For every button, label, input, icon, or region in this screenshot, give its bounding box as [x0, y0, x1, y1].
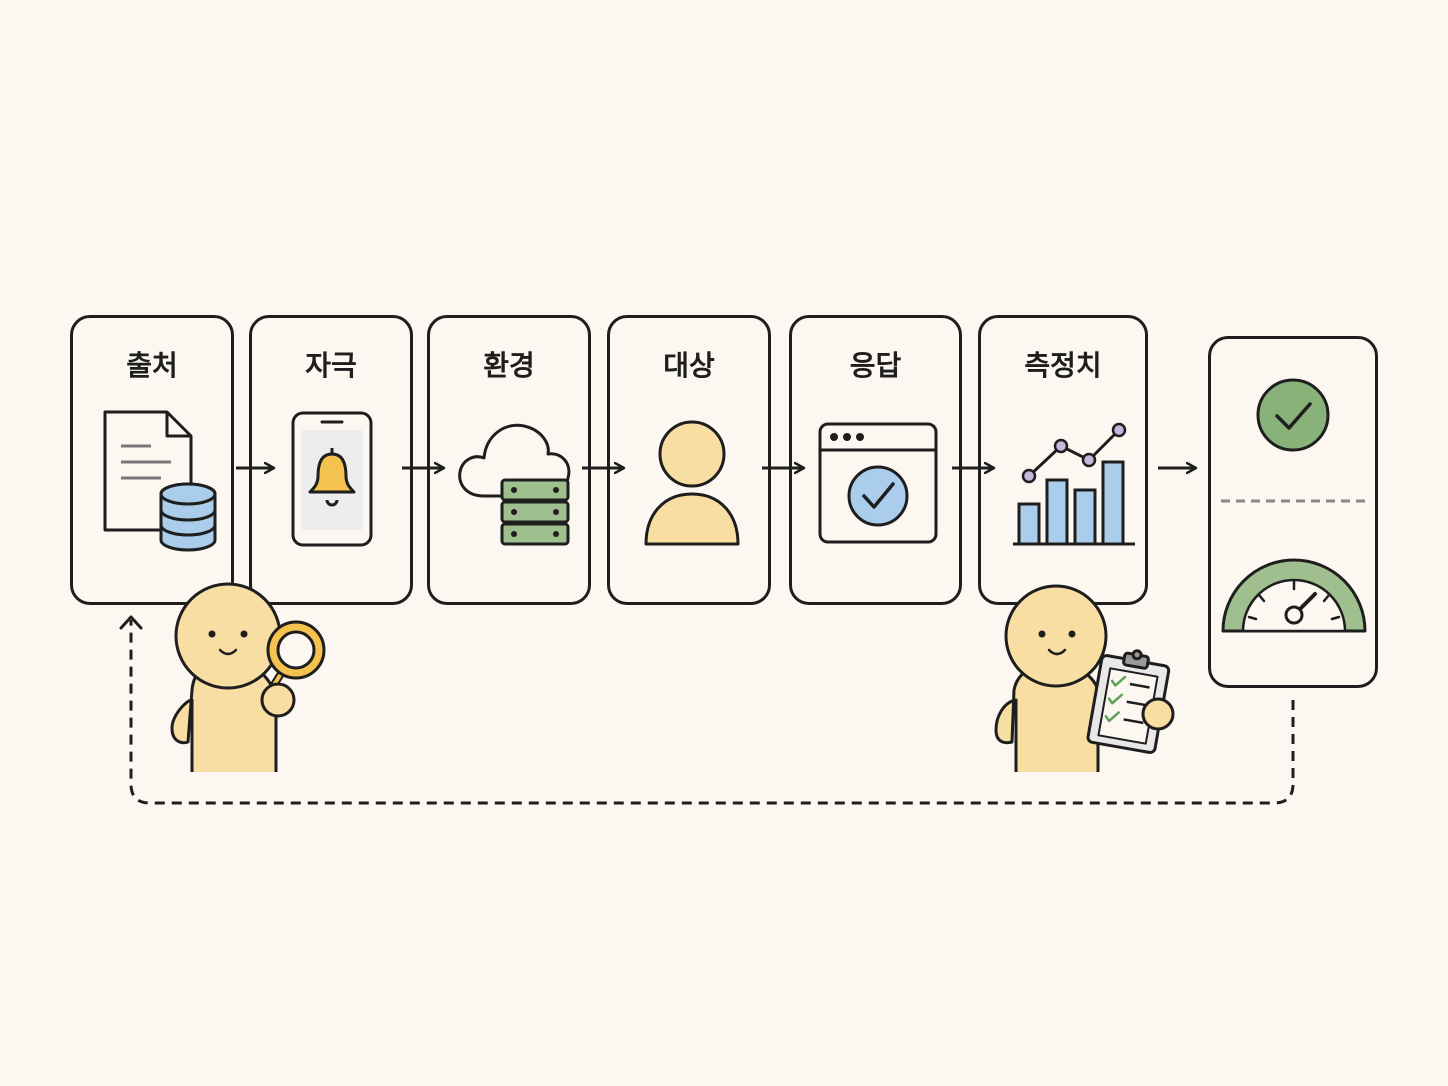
- stage-source: 출처: [70, 315, 234, 605]
- stage-environment: 환경: [427, 315, 591, 605]
- browser-check-icon: [818, 422, 938, 544]
- stage-label: 측정치: [1024, 349, 1102, 382]
- phone-bell-icon: [291, 411, 373, 547]
- feedback-loop-arrowhead: [119, 615, 143, 630]
- stage-stimulus: 자극: [249, 315, 413, 605]
- stage-label: 환경: [483, 349, 535, 382]
- document-database-icon: [103, 410, 217, 552]
- stage-subject: 대상: [607, 315, 771, 605]
- stage-label: 대상: [663, 349, 715, 382]
- stage-measurement: 측정치: [978, 315, 1148, 605]
- cloud-server-icon: [458, 423, 571, 546]
- feedback-loop-arrow: [129, 620, 1295, 805]
- stage-label: 자극: [305, 349, 357, 382]
- stage-label: 응답: [849, 349, 902, 382]
- stage-response: 응답: [789, 315, 962, 605]
- result-panel: [1208, 336, 1378, 688]
- user-icon: [644, 420, 740, 546]
- character-with-clipboard: [994, 584, 1175, 772]
- character-with-magnifier: [170, 582, 326, 772]
- gauge-icon: [1221, 558, 1367, 633]
- chart-icon: [1013, 422, 1135, 546]
- check-circle-icon: [1256, 378, 1330, 452]
- divider-dashed: [1221, 499, 1367, 503]
- stage-label: 출처: [126, 349, 178, 382]
